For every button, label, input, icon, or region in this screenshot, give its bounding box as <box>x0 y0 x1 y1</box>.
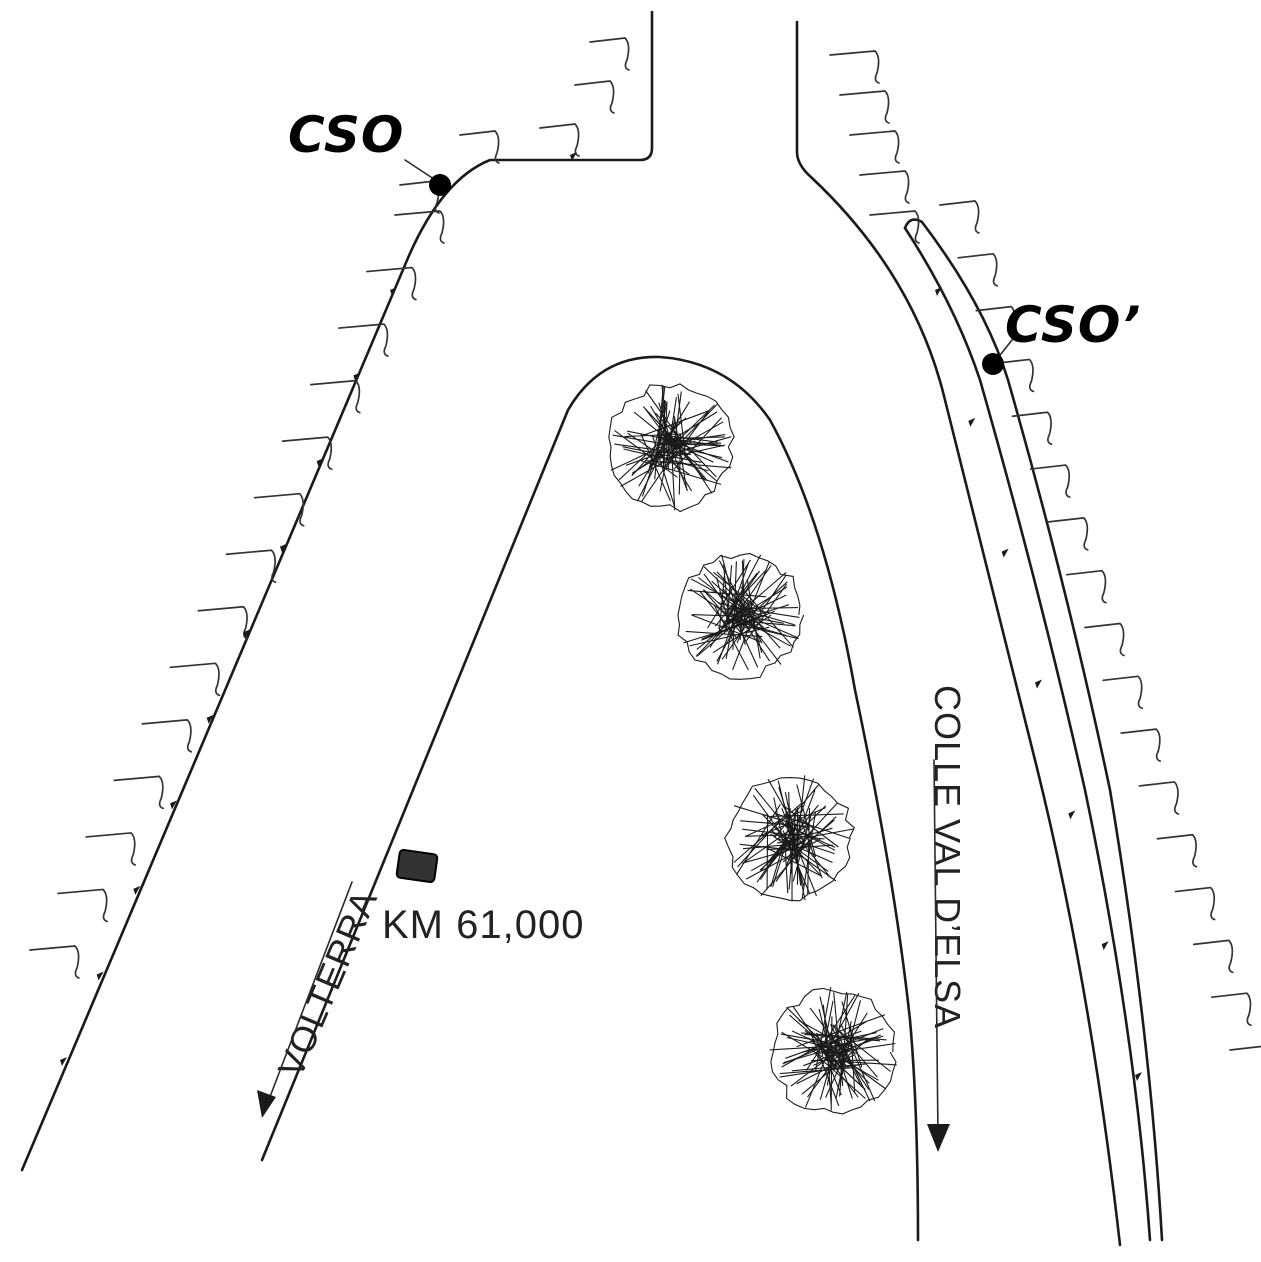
hatch-mark <box>1156 833 1198 868</box>
edge-markers <box>60 152 1142 1081</box>
hatch-mark <box>1029 464 1071 498</box>
hatch-mark <box>197 605 249 640</box>
edge-marker <box>243 629 251 639</box>
hatch-mark <box>1084 622 1125 657</box>
hatch-mark <box>1066 569 1107 604</box>
tree-icon <box>724 775 855 902</box>
km-post-icon <box>395 849 439 883</box>
hatch-mark <box>253 492 305 527</box>
edge-marker <box>206 714 214 724</box>
edge-marker <box>353 372 361 382</box>
tree-group <box>608 383 897 1115</box>
hatch-mark <box>113 775 165 810</box>
edge-marker <box>390 287 397 296</box>
hatch-mark <box>225 549 277 584</box>
tree-icon <box>677 552 805 680</box>
hatch-mark <box>574 80 615 114</box>
point-a-label: CSO <box>288 106 404 164</box>
hatch-mark <box>975 305 1017 340</box>
hatch-mark <box>1229 1045 1261 1051</box>
hatch-mark <box>539 123 580 157</box>
hatch-mark <box>309 379 361 414</box>
right-road-edge <box>795 20 1122 1247</box>
edge-marker <box>1135 1072 1142 1081</box>
edge-marker <box>570 152 577 161</box>
colle-label: COLLE VAL D’ELSA <box>927 685 968 1029</box>
hatch-mark <box>1011 411 1053 446</box>
hatch-mark <box>993 358 1035 393</box>
colle-arrow-line <box>933 759 939 1139</box>
edge-marker <box>96 971 104 981</box>
hatch-mark <box>957 252 998 287</box>
edge-marker <box>1068 810 1076 820</box>
edge-marker <box>316 458 324 468</box>
edge-marker <box>968 417 976 427</box>
tree-icon <box>769 987 897 1115</box>
point-a-marker <box>429 174 451 196</box>
hatch-mark <box>141 718 193 753</box>
hatch-mark <box>1192 939 1234 974</box>
hatch-mark <box>281 436 333 471</box>
hatch-mark <box>829 50 880 84</box>
hatch-mark <box>1102 675 1143 710</box>
right-island-inner <box>903 226 1152 1242</box>
hatch-mark <box>85 832 137 866</box>
edge-marker <box>280 543 287 553</box>
hatch-mark <box>839 90 890 124</box>
edge-marker <box>1035 679 1042 689</box>
colle-direction-group: COLLE VAL D’ELSA <box>927 685 968 1029</box>
hatch-mark <box>169 662 221 697</box>
edge-marker <box>170 800 177 810</box>
hatch-mark <box>29 945 80 979</box>
left-road-edge <box>20 10 654 1172</box>
right-embankment-hatching <box>829 50 1261 1051</box>
edge-marker <box>60 1057 67 1066</box>
edge-marker <box>935 287 942 296</box>
right-island-outer <box>903 218 1164 1242</box>
km-marker-label: KM 61,000 <box>382 903 584 947</box>
central-island-edge <box>260 355 920 1242</box>
hatch-mark <box>459 130 500 164</box>
volterra-arrow-icon <box>257 1090 276 1118</box>
hatch-mark <box>1211 992 1252 1027</box>
edge-marker <box>1001 548 1009 558</box>
hatch-mark <box>589 37 630 71</box>
point-b-marker <box>982 353 1004 375</box>
colle-arrow-icon <box>927 1124 950 1152</box>
hatch-mark <box>57 888 108 923</box>
edge-marker <box>1101 941 1109 951</box>
tree-icon <box>608 383 735 513</box>
hatch-mark <box>1047 517 1089 551</box>
hatch-mark <box>859 170 910 204</box>
hatch-mark <box>1138 781 1180 815</box>
hatch-mark <box>849 130 900 164</box>
hatch-mark <box>394 210 445 244</box>
hatch-mark <box>337 323 389 357</box>
hatch-mark <box>869 210 920 244</box>
point-b-label: CSO’ <box>1005 296 1141 354</box>
hatch-mark <box>1120 728 1162 762</box>
left-embankment-hatching <box>29 210 445 979</box>
hatch-mark <box>366 266 417 301</box>
edge-marker <box>133 885 141 895</box>
volterra-arrow-line <box>267 881 353 1103</box>
hatch-mark <box>1174 886 1216 921</box>
hatch-mark <box>939 200 980 234</box>
